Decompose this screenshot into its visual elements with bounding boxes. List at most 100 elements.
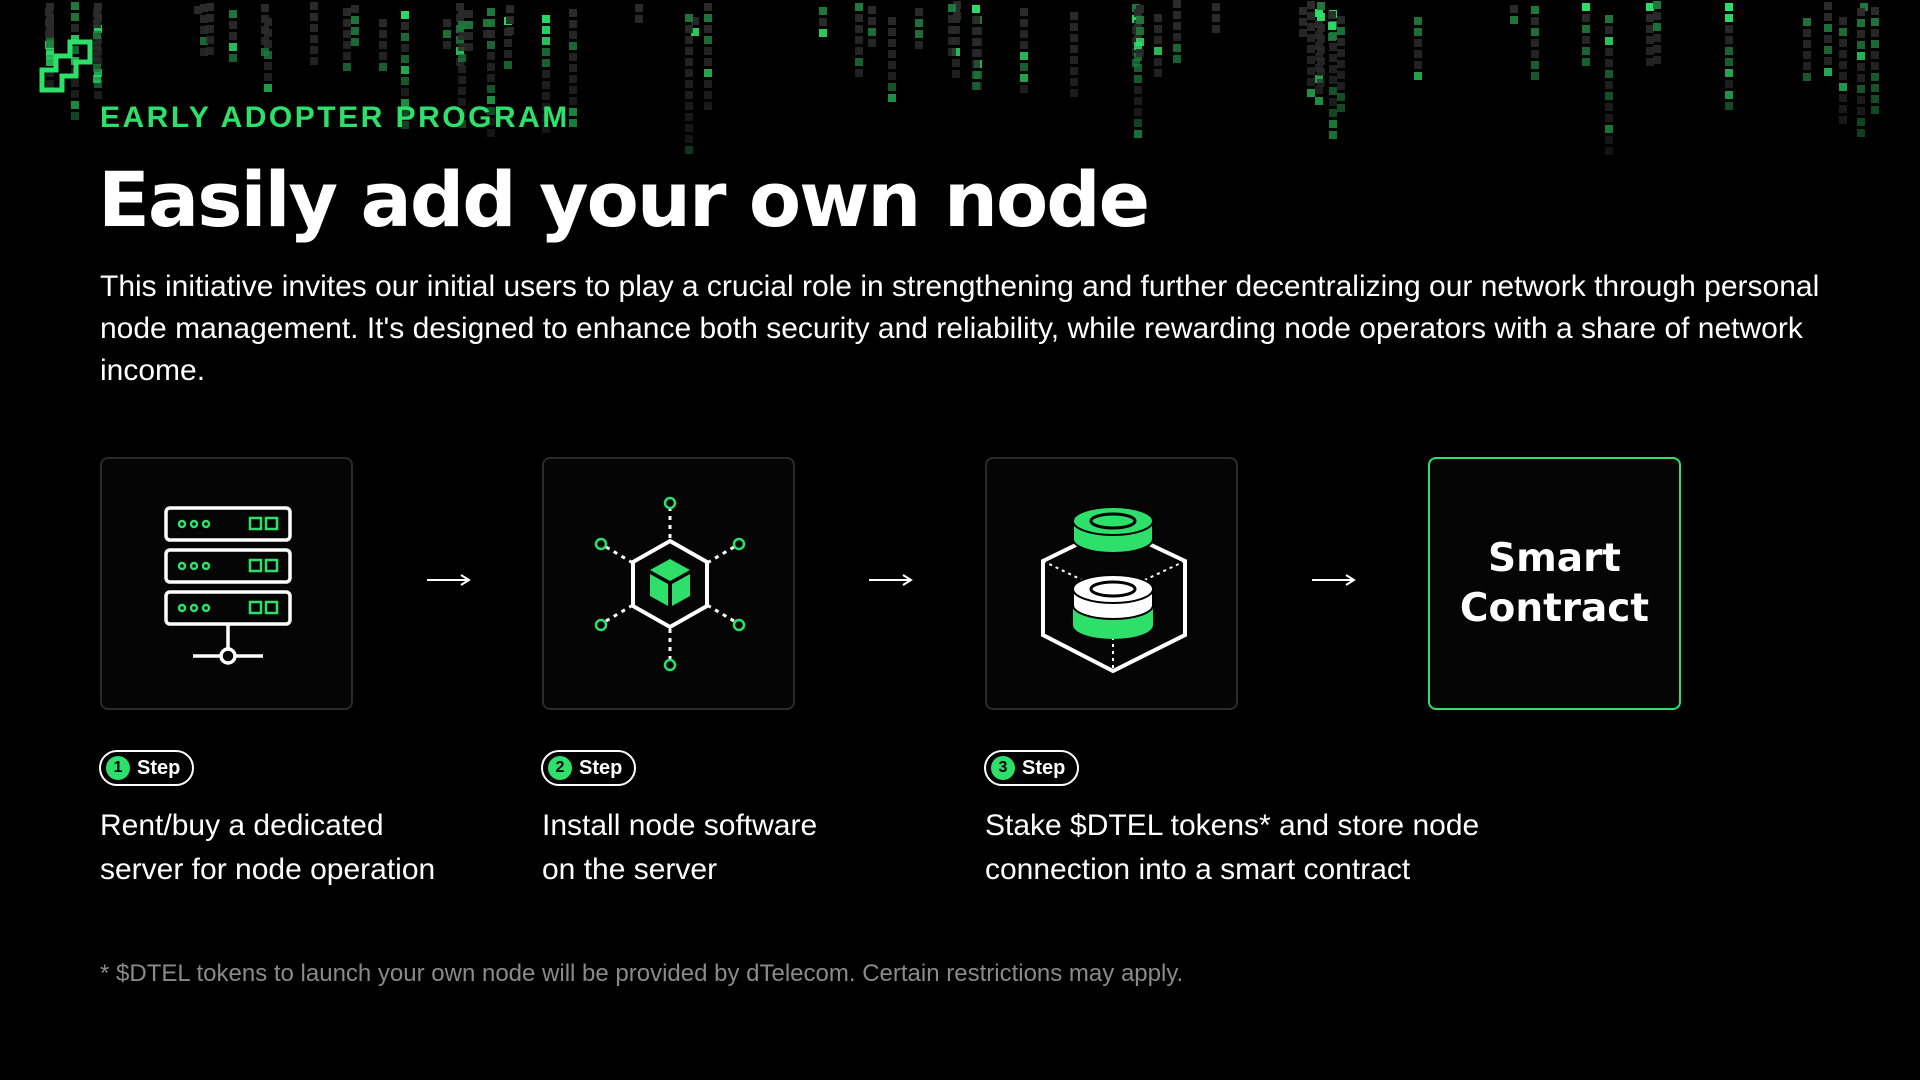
step-text-line: connection into a smart contract: [985, 853, 1411, 886]
matrix-pixel: [1307, 12, 1315, 20]
matrix-pixel: [1725, 91, 1733, 99]
matrix-pixel: [200, 15, 208, 23]
matrix-pixel: [261, 48, 269, 56]
matrix-pixel: [569, 108, 577, 116]
matrix-pixel: [487, 63, 495, 71]
matrix-pixel: [379, 52, 387, 60]
step-text-line: on the server: [542, 853, 718, 886]
matrix-pixel: [1803, 29, 1811, 37]
matrix-pixel: [569, 64, 577, 72]
matrix-pixel: [1020, 85, 1028, 93]
matrix-pixel: [1414, 39, 1422, 47]
matrix-pixel: [1329, 131, 1337, 139]
server-rack-icon: [164, 506, 292, 665]
matrix-pixel: [1134, 20, 1142, 28]
matrix-pixel: [1317, 46, 1325, 54]
matrix-pixel: [542, 48, 550, 56]
matrix-pixel: [1132, 48, 1140, 56]
matrix-pixel: [1315, 53, 1323, 61]
matrix-pixel: [458, 54, 466, 62]
matrix-pixel: [1857, 74, 1865, 82]
matrix-pixel: [685, 135, 693, 143]
matrix-pixel: [1531, 72, 1539, 80]
smart-contract-line-1: Smart: [1488, 535, 1621, 581]
smart-contract-label: Smart Contract: [1460, 534, 1649, 634]
step-number: 3: [991, 756, 1015, 780]
matrix-pixel: [1653, 12, 1661, 20]
matrix-pixel: [343, 19, 351, 27]
matrix-pixel: [261, 15, 269, 23]
matrix-pixel: [952, 26, 960, 34]
matrix-pixel: [1132, 15, 1140, 23]
matrix-pixel: [1173, 11, 1181, 19]
matrix-pixel: [1414, 72, 1422, 80]
matrix-pixel: [1839, 28, 1847, 36]
matrix-pixel: [93, 42, 101, 50]
matrix-pixel: [1317, 2, 1325, 10]
matrix-pixel: [1824, 35, 1832, 43]
matrix-pixel: [1725, 69, 1733, 77]
matrix-pixel: [1725, 47, 1733, 55]
matrix-pixel: [1803, 40, 1811, 48]
matrix-pixel: [465, 43, 473, 51]
step-1-card: [100, 457, 353, 710]
matrix-pixel: [94, 25, 102, 33]
matrix-pixel: [343, 8, 351, 16]
matrix-pixel: [1414, 50, 1422, 58]
matrix-pixel: [1132, 4, 1140, 12]
matrix-pixel: [45, 30, 53, 38]
matrix-pixel: [953, 1, 961, 9]
matrix-pixel: [1839, 61, 1847, 69]
matrix-pixel: [506, 27, 514, 35]
matrix-pixel: [1307, 45, 1315, 53]
matrix-pixel: [952, 4, 960, 12]
matrix-pixel: [1725, 58, 1733, 66]
matrix-pixel: [704, 36, 712, 44]
matrix-pixel: [1307, 67, 1315, 75]
matrix-pixel: [1653, 56, 1661, 64]
matrix-pixel: [1134, 108, 1142, 116]
matrix-pixel: [443, 30, 451, 38]
matrix-pixel: [952, 70, 960, 78]
matrix-pixel: [1653, 34, 1661, 42]
matrix-pixel: [487, 19, 495, 27]
matrix-pixel: [1317, 57, 1325, 65]
matrix-pixel: [1173, 22, 1181, 30]
matrix-pixel: [206, 25, 214, 33]
matrix-pixel: [206, 14, 214, 22]
matrix-pixel: [1857, 19, 1865, 27]
matrix-pixel: [310, 46, 318, 54]
matrix-pixel: [888, 17, 896, 25]
matrix-pixel: [1328, 33, 1336, 41]
matrix-pixel: [1315, 86, 1323, 94]
matrix-pixel: [974, 82, 982, 90]
matrix-pixel: [915, 30, 923, 38]
matrix-pixel: [261, 37, 269, 45]
matrix-pixel: [94, 58, 102, 66]
matrix-pixel: [1582, 3, 1590, 11]
matrix-pixel: [261, 26, 269, 34]
matrix-pixel: [948, 37, 956, 45]
node-network-cube-icon: [594, 496, 746, 672]
matrix-pixel: [1307, 89, 1315, 97]
matrix-pixel: [506, 16, 514, 24]
matrix-pixel: [1212, 25, 1220, 33]
matrix-pixel: [1582, 58, 1590, 66]
matrix-pixel: [569, 20, 577, 28]
matrix-pixel: [45, 19, 53, 27]
matrix-pixel: [685, 124, 693, 132]
matrix-pixel: [855, 69, 863, 77]
matrix-pixel: [542, 59, 550, 67]
matrix-pixel: [542, 37, 550, 45]
matrix-pixel: [948, 26, 956, 34]
matrix-pixel: [1070, 23, 1078, 31]
matrix-pixel: [1605, 37, 1613, 45]
matrix-pixel: [93, 9, 101, 17]
matrix-pixel: [351, 16, 359, 24]
matrix-pixel: [401, 77, 409, 85]
matrix-pixel: [401, 66, 409, 74]
matrix-pixel: [1871, 62, 1879, 70]
matrix-pixel: [569, 119, 577, 127]
matrix-pixel: [1839, 72, 1847, 80]
matrix-pixel: [704, 25, 712, 33]
